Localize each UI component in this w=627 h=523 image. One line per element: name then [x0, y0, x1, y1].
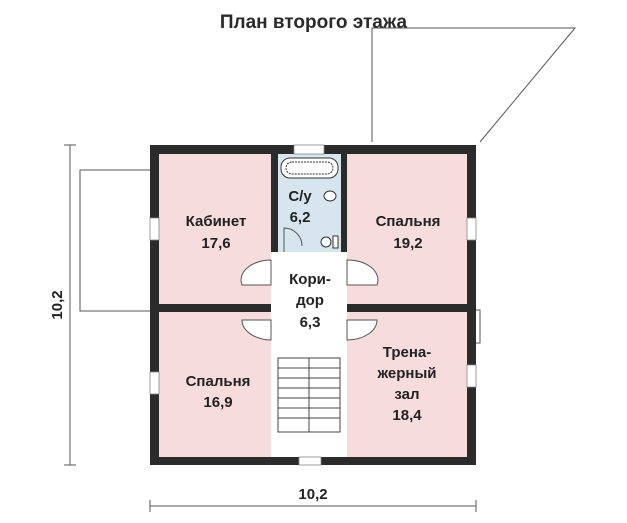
room-area-cabinet: 17,6: [201, 235, 230, 252]
bathtub-inner-icon: [285, 161, 334, 175]
windows: [149, 144, 477, 466]
room-area-bedroom-bottom: 16,9: [203, 394, 232, 411]
room-label-bath: С/у: [288, 188, 312, 205]
room-label-gym-3: зал: [394, 386, 419, 403]
window-gym: [466, 364, 477, 388]
window-bedroom-top: [466, 217, 477, 241]
toilet-icon: [320, 236, 332, 248]
room-gym: [347, 312, 467, 457]
room-area-gym: 18,4: [392, 407, 422, 424]
window-bath: [293, 144, 325, 155]
dimension-label-width: 10,2: [298, 486, 327, 503]
room-area-bath: 6,2: [290, 209, 311, 226]
room-area-bedroom-top: 19,2: [393, 235, 422, 252]
bathtub-icon: [280, 157, 339, 179]
room-label-corridor-1: Кори-: [289, 271, 331, 288]
door-swings: [240, 259, 379, 341]
sink-icon: [323, 190, 337, 202]
window-corridor: [298, 456, 322, 466]
dimension-label-height: 10,2: [49, 290, 66, 319]
room-label-bedroom-bottom: Спальня: [186, 373, 251, 390]
door-bedroom-top: [346, 259, 379, 286]
page-title: План второго этажа: [219, 12, 408, 33]
balcony-outline-left: [79, 169, 153, 312]
room-label-cabinet: Кабинет: [186, 213, 247, 230]
bath-door-icon: [283, 227, 303, 252]
stairs-icon: [277, 357, 341, 433]
window-bedroom-bottom: [149, 371, 160, 395]
room-label-gym-2: жерный: [376, 365, 436, 382]
door-cabinet: [240, 259, 272, 286]
dimension-lines: [64, 144, 477, 512]
room-bedroom-bottom: [159, 312, 271, 457]
room-label-gym-1: Трена-: [383, 344, 432, 361]
toilet-tank-icon: [332, 235, 339, 249]
room-label-bedroom-top: Спальня: [376, 213, 441, 230]
window-cabinet: [149, 217, 160, 241]
room-label-corridor-2: дор: [296, 292, 324, 309]
room-area-corridor: 6,3: [300, 314, 321, 331]
roof-outline-top-right: [371, 27, 577, 143]
door-bedroom-bottom: [241, 319, 272, 341]
bath-fixtures: [280, 157, 339, 252]
door-gym: [346, 319, 378, 341]
